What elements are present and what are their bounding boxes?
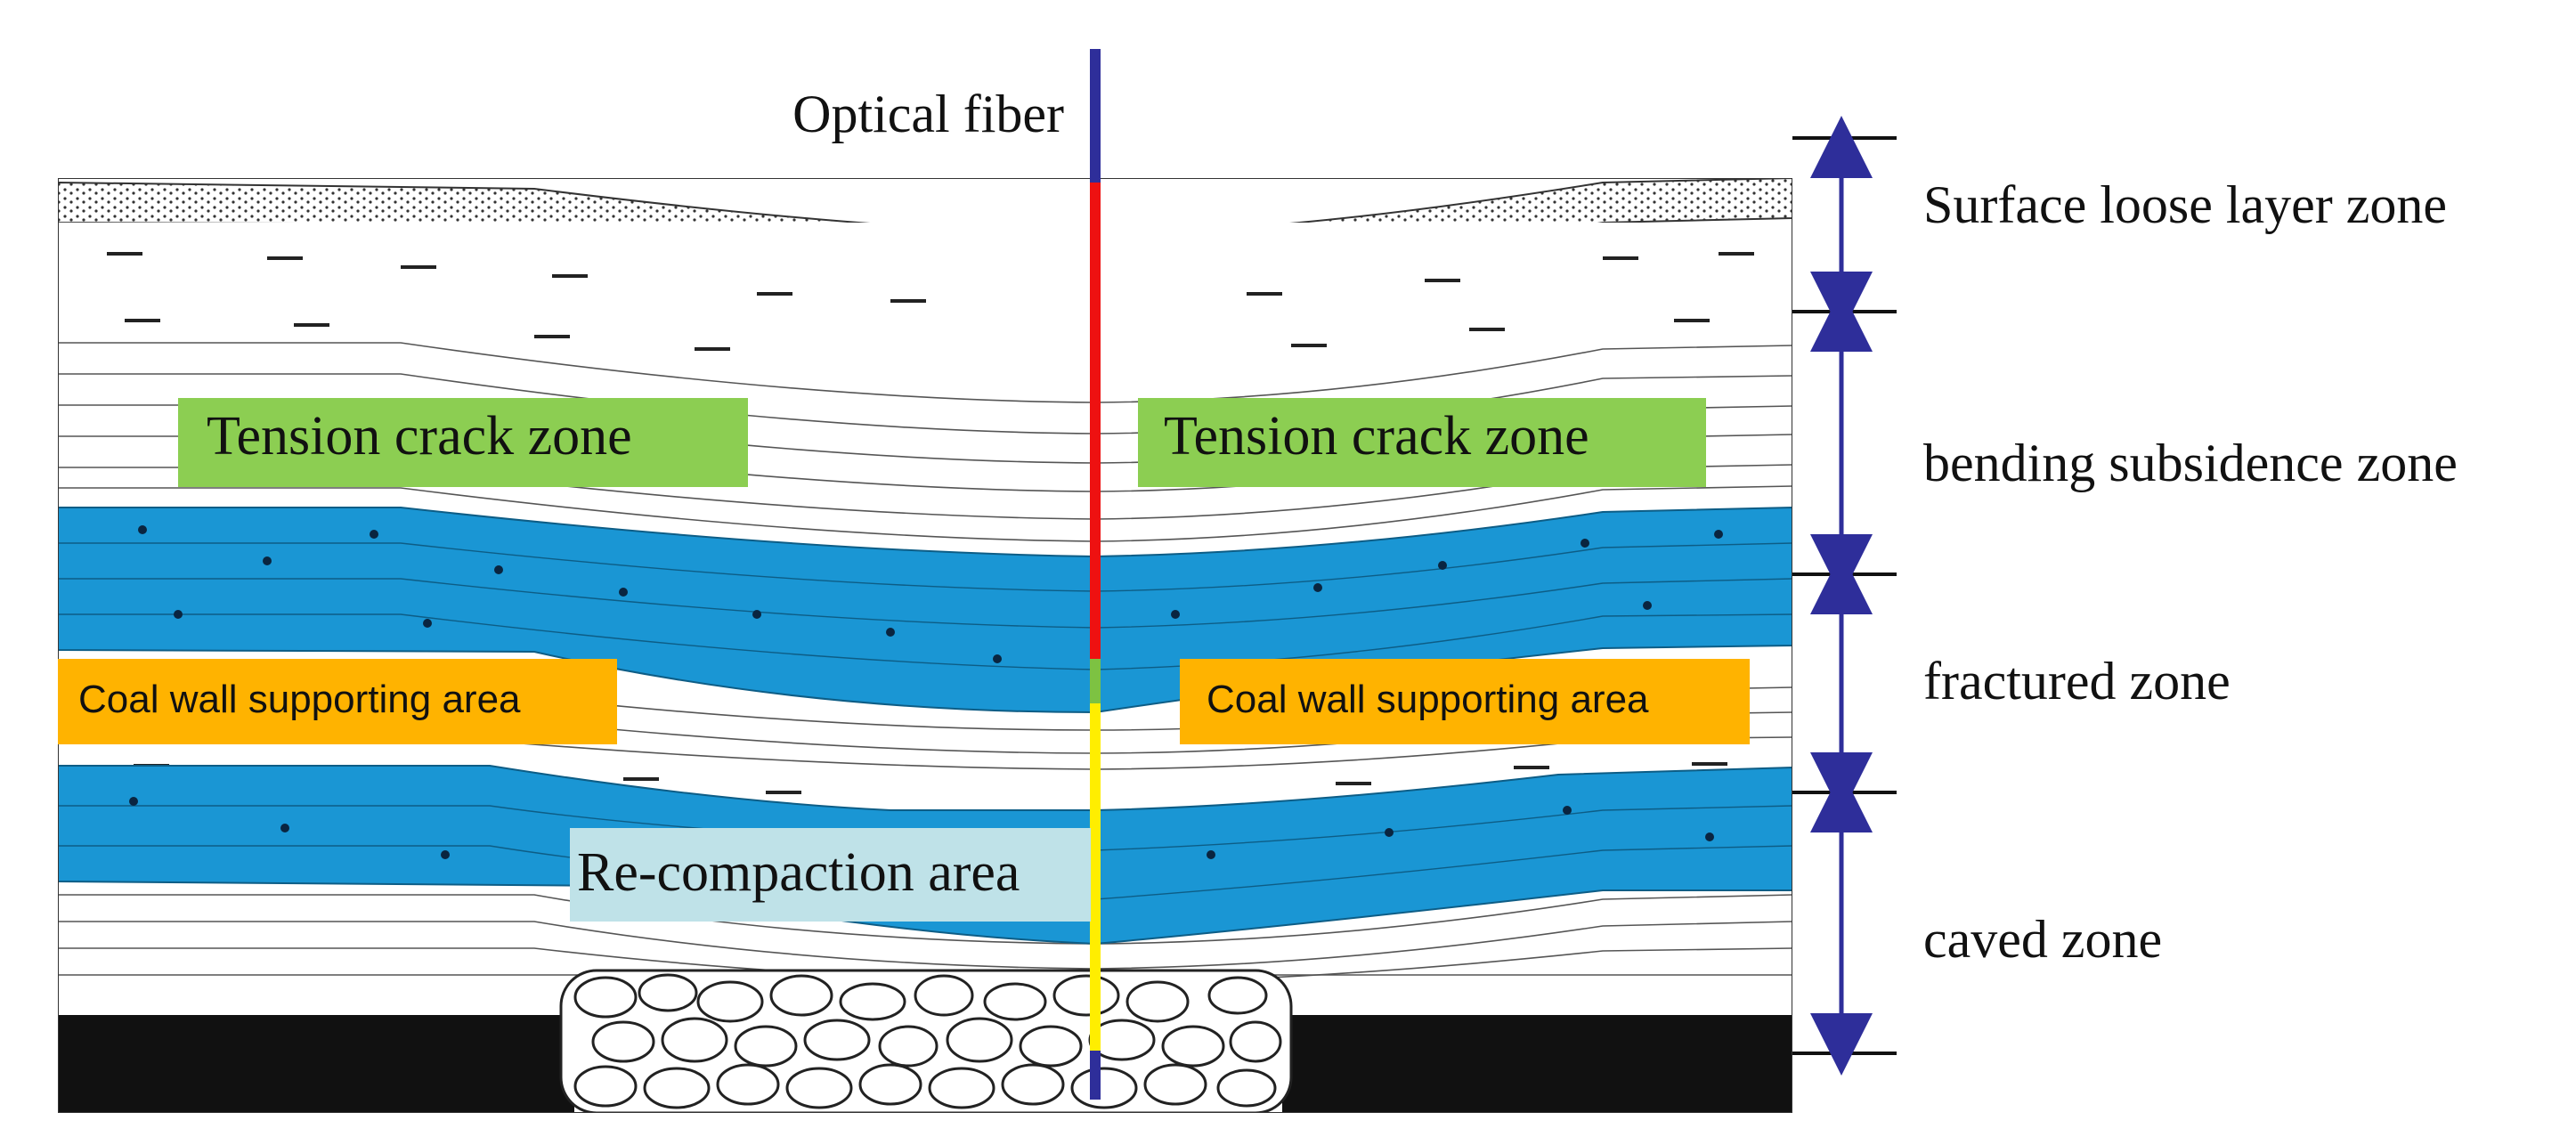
coal-wall-box-right xyxy=(1180,659,1750,744)
aquifer-dots xyxy=(138,525,1723,663)
coal-seam-right xyxy=(1282,1015,1792,1113)
tension-crack-label-right: Tension crack zone xyxy=(1164,406,1589,467)
zone-label-bending: bending subsidence zone xyxy=(1923,434,2458,492)
zone-scale xyxy=(1792,136,1897,1055)
zone-label-surface: Surface loose layer zone xyxy=(1923,175,2447,234)
recompaction-label: Re-compaction area xyxy=(577,842,1020,903)
coal-wall-box-left xyxy=(58,659,617,744)
coal-wall-label-left: Coal wall supporting area xyxy=(78,678,521,721)
zone-label-caved: caved zone xyxy=(1923,910,2162,969)
tension-crack-box-left xyxy=(178,398,748,487)
shale-dashes xyxy=(107,252,1754,794)
optical-fiber-label: Optical fiber xyxy=(792,85,1064,143)
recompaction-box xyxy=(570,828,1091,922)
geological-section xyxy=(58,178,1792,1113)
coal-wall-label-right: Coal wall supporting area xyxy=(1207,678,1649,721)
coal-seam-left xyxy=(58,1015,574,1113)
caved-rubble xyxy=(559,969,1293,1113)
tension-crack-box-right xyxy=(1138,398,1706,487)
zone-label-fractured: fractured zone xyxy=(1923,652,2231,711)
tension-crack-label-left: Tension crack zone xyxy=(207,406,632,467)
